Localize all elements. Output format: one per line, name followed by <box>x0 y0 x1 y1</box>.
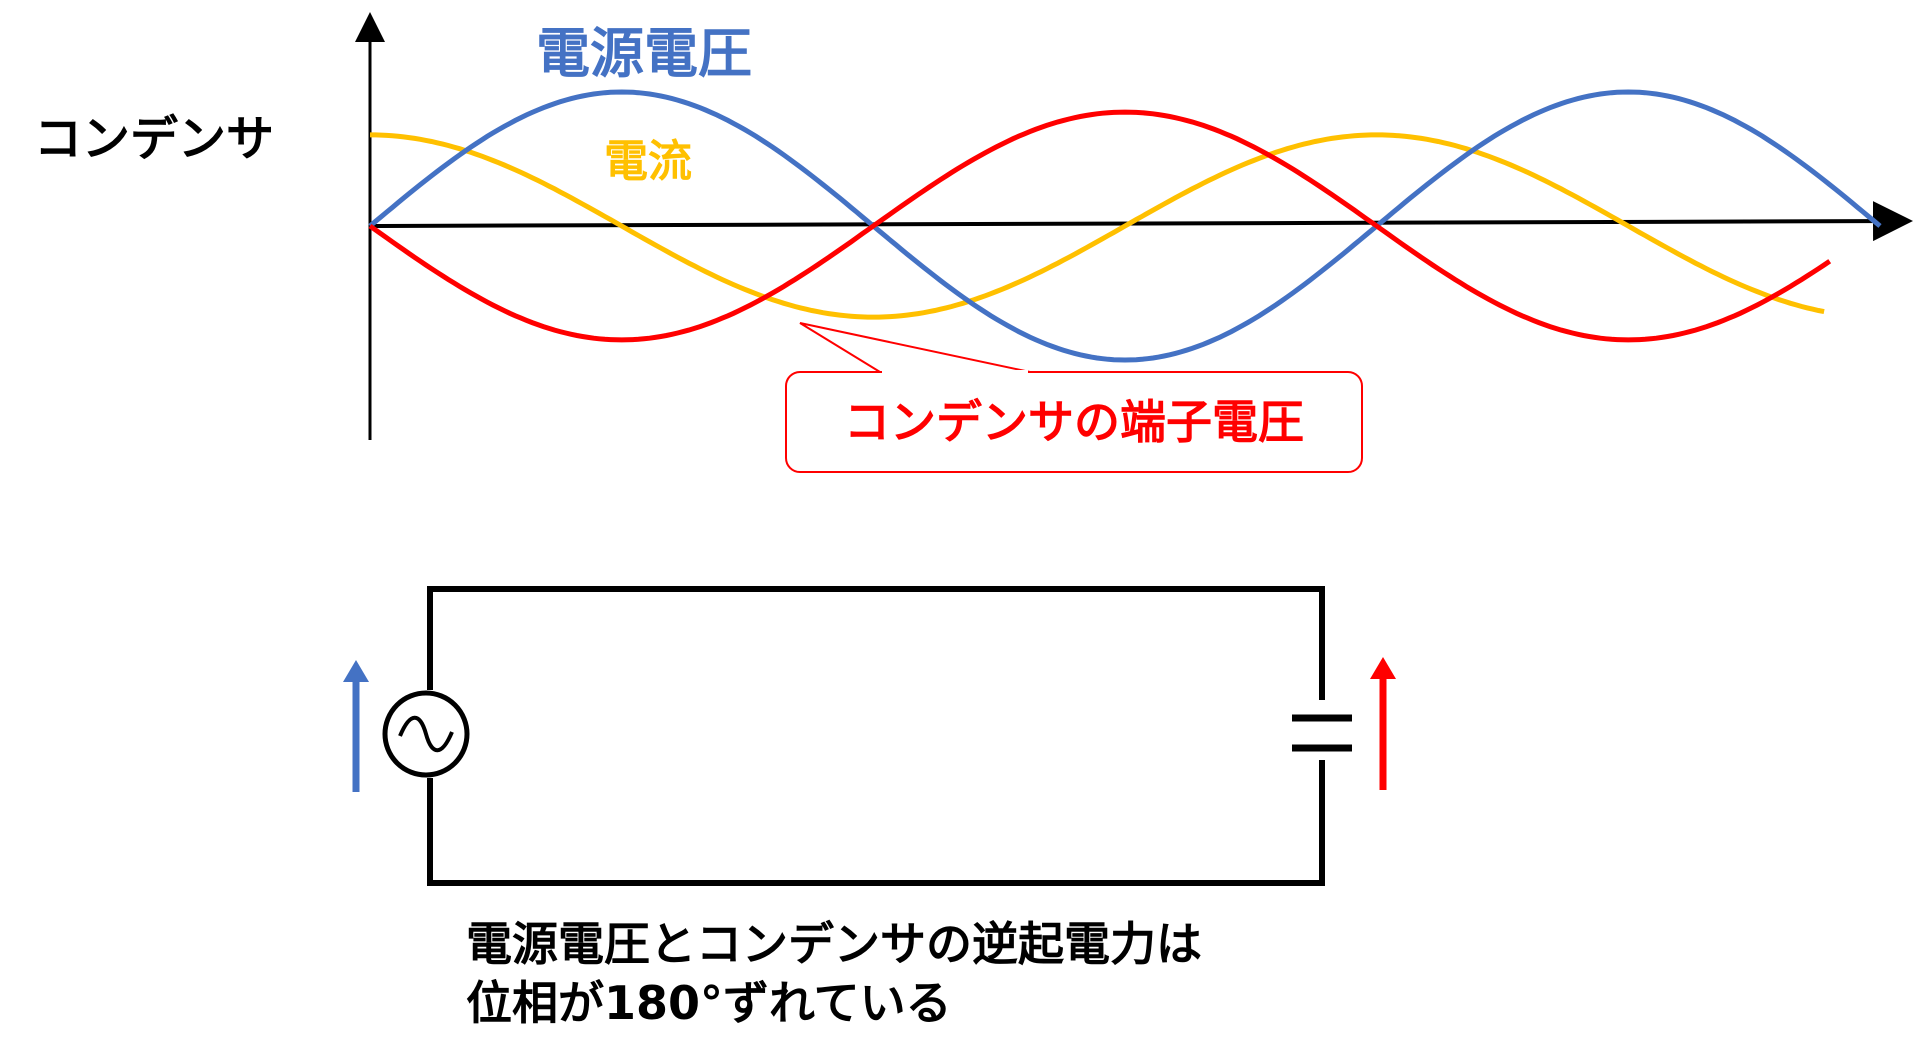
x-axis <box>369 201 1913 242</box>
capacitor-icon <box>1292 700 1352 760</box>
row-label: コンデンサ <box>34 111 274 167</box>
ac-source-icon <box>382 690 470 778</box>
current-curve <box>370 132 1825 320</box>
circuit-wire <box>427 586 1325 886</box>
capacitor-voltage-curve <box>368 109 1832 343</box>
source-voltage-curve <box>368 89 1882 363</box>
current-label: 電流 <box>604 136 692 187</box>
callout-box <box>785 371 1363 473</box>
source-voltage-label: 電源電圧 <box>536 22 752 85</box>
up-arrow-blue-icon <box>343 660 369 792</box>
capacitor-voltage-label: コンデンサの端子電圧 <box>844 395 1304 449</box>
caption-line-2: 位相が180°ずれている <box>466 976 952 1030</box>
caption-line-1: 電源電圧とコンデンサの逆起電力は <box>466 917 1202 971</box>
callout-pointer <box>799 322 1031 373</box>
up-arrow-red-icon <box>1370 657 1396 790</box>
